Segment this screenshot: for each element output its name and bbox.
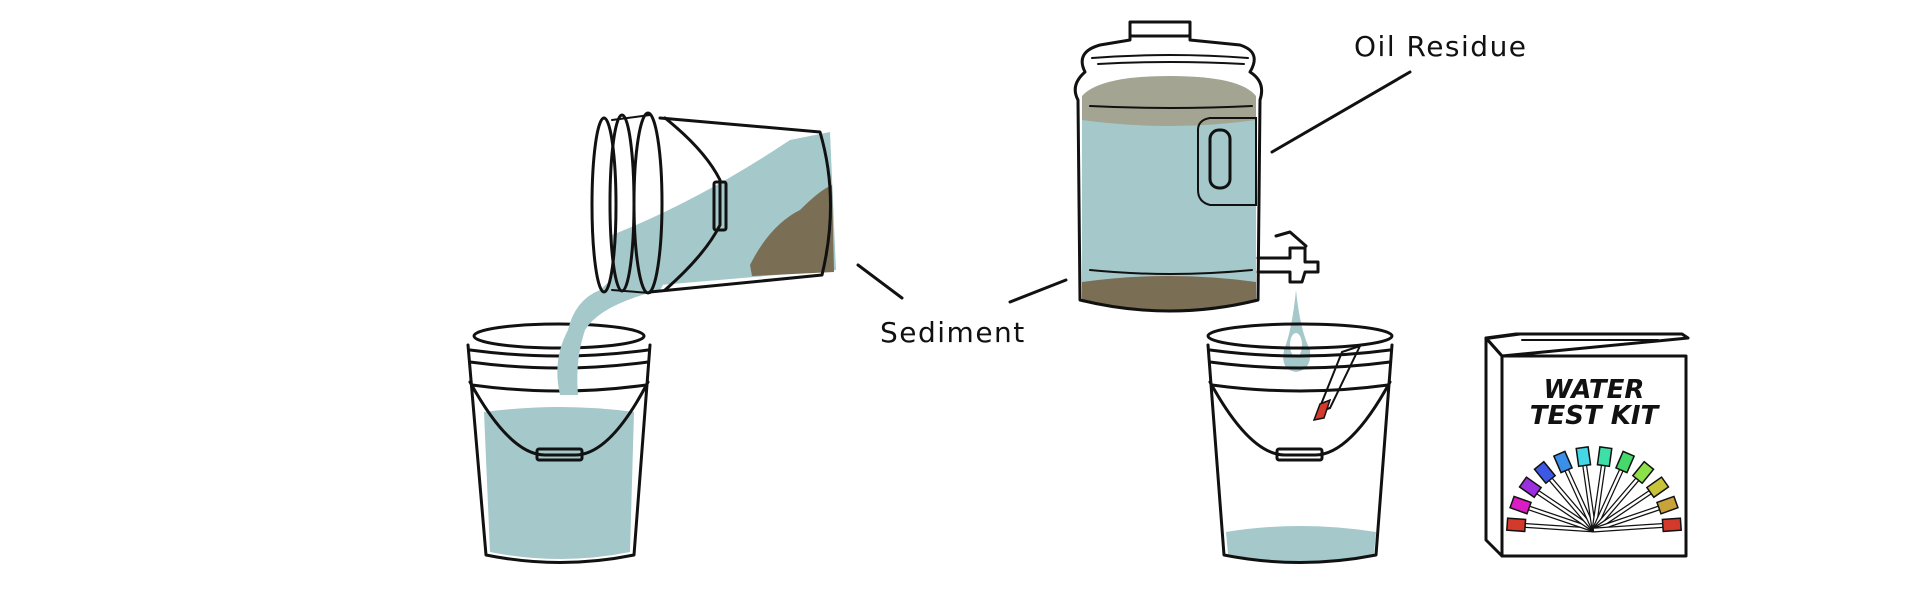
test-strip-color-pad: [1509, 495, 1532, 515]
oil-residue-label: Oil Residue: [1354, 30, 1528, 63]
test-strip-body: [1582, 456, 1596, 531]
test-strip-body: [1529, 486, 1595, 532]
test-strip-body: [1593, 486, 1659, 532]
water-drip: [1283, 290, 1311, 372]
test-strip-color-pad: [1645, 476, 1670, 499]
oil-residue-leader: [1270, 70, 1412, 154]
test-strip-body: [1516, 523, 1595, 532]
jug-oil-residue: [1082, 76, 1256, 126]
sediment-leader-left: [856, 263, 904, 300]
test-strip-body: [1592, 461, 1627, 531]
water-jug-dispenser: [1073, 20, 1320, 313]
test-strip-body: [1561, 461, 1596, 531]
test-strip-color-pad: [1552, 450, 1574, 474]
test-strip-color-pad: [1533, 460, 1557, 485]
test-strip-color-pad: [1518, 476, 1543, 499]
test-strip-body: [1543, 471, 1595, 531]
pouring-bucket: [590, 111, 836, 295]
test-strip-body: [1592, 456, 1606, 531]
test-strip-fan: [1505, 446, 1683, 533]
test-strip-in-bucket: [1312, 344, 1362, 422]
pouring-bucket-sediment: [750, 185, 834, 276]
jug-sediment: [1082, 276, 1256, 310]
left-bucket-water: [484, 407, 634, 559]
right-bottom-bucket: [1206, 322, 1394, 564]
test-strip-color-pad: [1614, 450, 1636, 474]
sediment-label: Sediment: [880, 316, 1026, 349]
test-strip-body: [1593, 471, 1645, 531]
water-test-kit: WATER TEST KIT: [1484, 332, 1690, 558]
test-strip-color-pad: [1505, 517, 1527, 533]
test-strip-color-pad: [1631, 460, 1655, 485]
test-strip-color-pad: [1596, 446, 1613, 468]
test-strip-color-pad: [1656, 495, 1679, 515]
jug-water: [1082, 98, 1256, 310]
test-strip-color-pad: [1575, 446, 1592, 468]
kit-title-line2: TEST KIT: [1530, 401, 1661, 431]
sediment-leader-right: [1008, 278, 1068, 304]
kit-title-line1: WATER: [1544, 375, 1645, 405]
test-strip-body: [1593, 503, 1668, 532]
test-strip-body: [1520, 503, 1595, 532]
test-strip-body: [1593, 523, 1672, 532]
right-bucket-water: [1226, 526, 1376, 562]
test-strip-color-pad: [1661, 517, 1683, 533]
